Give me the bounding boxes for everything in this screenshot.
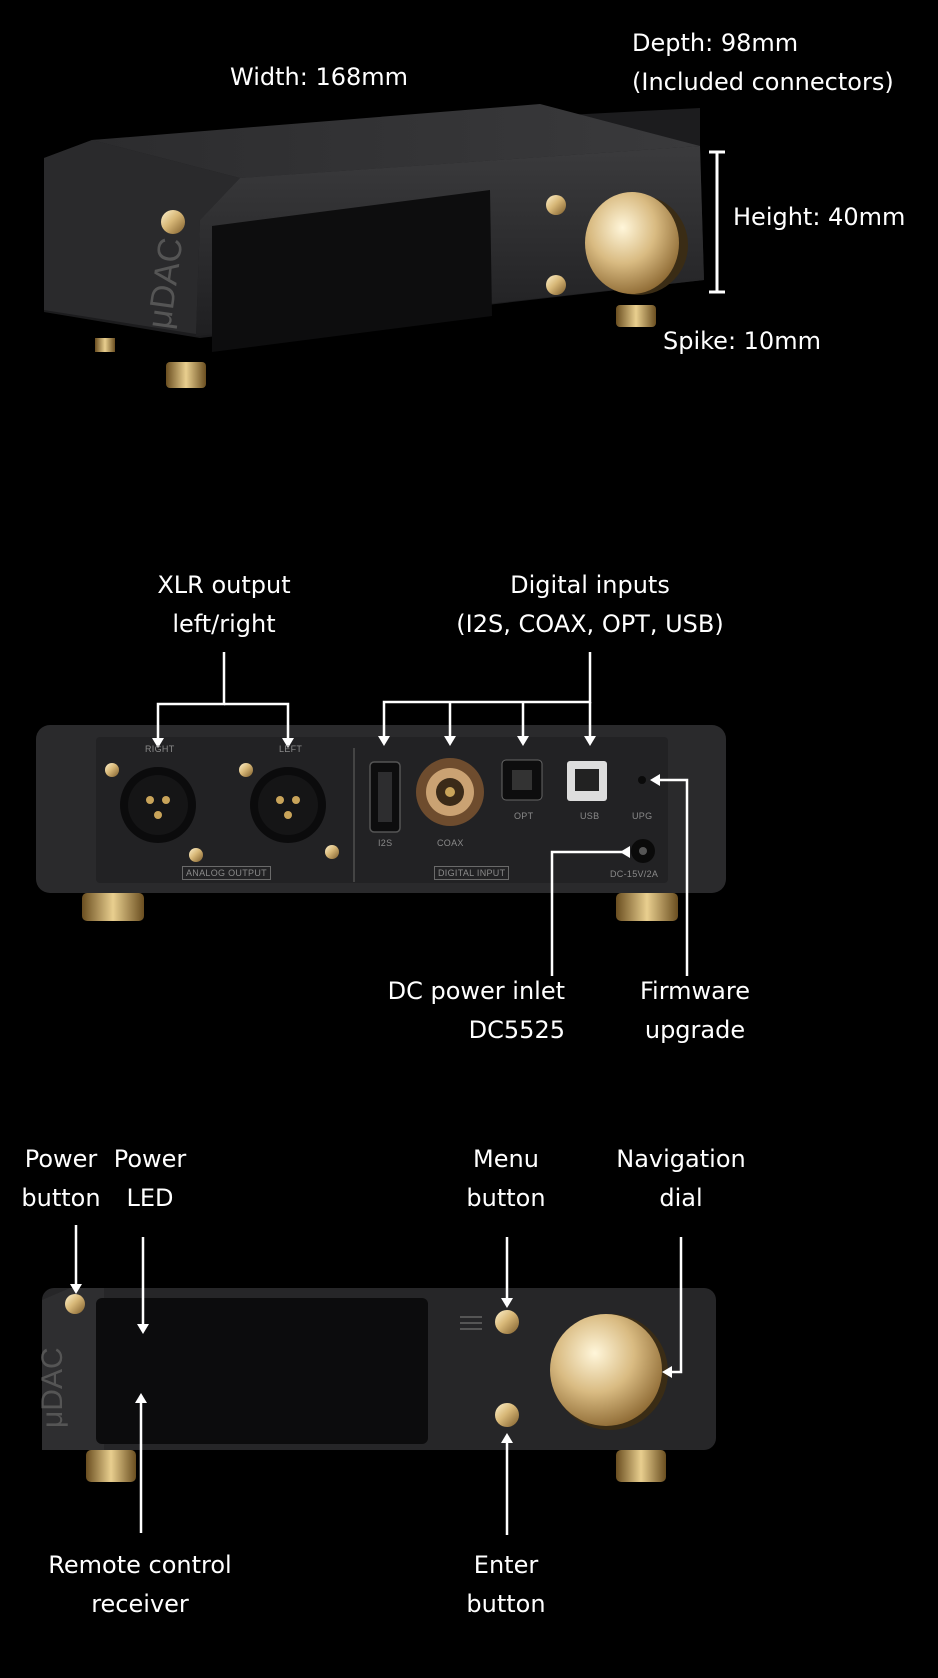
panel-label-digital-input: DIGITAL INPUT: [434, 866, 510, 880]
panel-label-i2s: I2S: [378, 838, 393, 848]
panel-label-right: RIGHT: [145, 744, 175, 754]
firmware-upgrade-label: Firmware upgrade: [640, 977, 750, 1044]
menu-button-label: Menu button: [466, 1145, 546, 1212]
panel-label-coax: COAX: [437, 838, 464, 848]
width-label: Width: 168mm: [230, 63, 409, 91]
panel-label-analog-output: ANALOG OUTPUT: [182, 866, 271, 880]
navigation-dial-label: Navigation dial: [616, 1145, 746, 1212]
power-button-top: [161, 210, 185, 234]
power-button-label: Power button: [21, 1145, 101, 1212]
height-label: Height: 40mm: [733, 203, 906, 231]
spike-label: Spike: 10mm: [663, 327, 821, 355]
panel-label-upg: UPG: [632, 811, 653, 821]
device-top-view: μDAC: [44, 104, 704, 388]
device-rear-view: [36, 725, 726, 921]
panel-label-opt: OPT: [514, 811, 534, 821]
enter-button-label: Enter button: [466, 1551, 546, 1618]
display-window: [212, 190, 492, 352]
xlr-output-label: XLR output left/right: [157, 571, 291, 638]
digital-inputs-label: Digital inputs (I2S, COAX, OPT, USB): [456, 571, 724, 638]
depth-label: Depth: 98mm (Included connectors): [632, 29, 894, 96]
panel-label-dc: DC-15V/2A: [610, 869, 659, 879]
panel-label-usb: USB: [580, 811, 600, 821]
navigation-knob-front: [550, 1314, 662, 1426]
front-display: [96, 1298, 428, 1444]
power-led-label: Power LED: [113, 1145, 187, 1212]
volume-knob-top: [585, 192, 679, 294]
panel-label-left: LEFT: [279, 744, 303, 754]
remote-receiver-label: Remote control receiver: [48, 1551, 232, 1618]
device-front-view: μDAC: [36, 1288, 716, 1482]
brand-logo-front: μDAC: [36, 1347, 69, 1428]
dc-power-label: DC power inlet DC5525: [387, 977, 565, 1044]
